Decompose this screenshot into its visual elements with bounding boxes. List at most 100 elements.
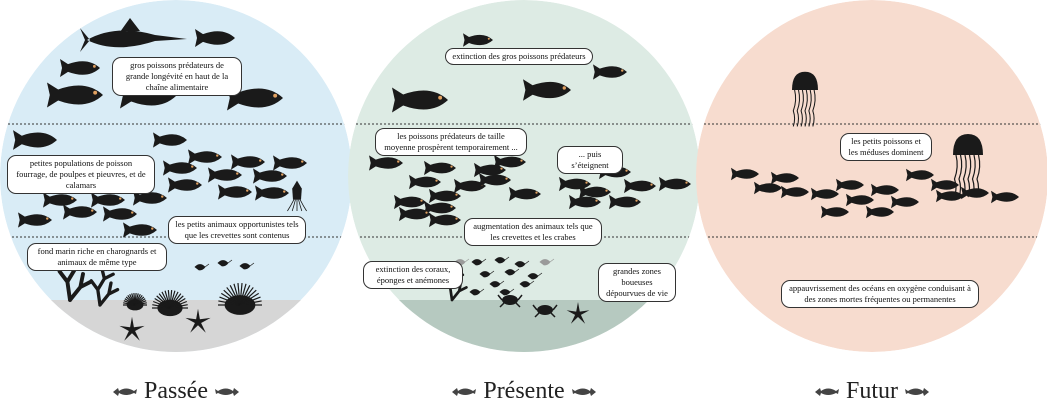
- forage-fish-icon: [424, 160, 456, 176]
- crab-icon: [532, 304, 558, 318]
- forage-fish-icon: [659, 176, 691, 192]
- right-fish-ornament-icon: [571, 388, 596, 397]
- small-fish-icon: [891, 195, 919, 209]
- fish-icon: [463, 33, 493, 47]
- present-title: Présente: [408, 378, 640, 405]
- note-future-oxygen: appauvrissement des océans en oxygène co…: [781, 280, 979, 308]
- coral-icon: [89, 268, 120, 307]
- fish-icon: [593, 64, 627, 80]
- present-title-text: Présente: [483, 378, 565, 404]
- small-fish-icon: [961, 186, 989, 200]
- right-fish-ornament-icon: [905, 388, 929, 397]
- grouper-icon: [13, 130, 57, 150]
- tuna-icon: [227, 85, 283, 111]
- forage-fish-icon: [624, 178, 656, 194]
- forage-fish-icon: [208, 167, 242, 183]
- urchin-icon: [152, 290, 188, 317]
- shrimp-icon: [469, 288, 485, 296]
- shrimp-icon: [504, 268, 520, 276]
- forage-fish-icon: [479, 172, 511, 188]
- starfish-icon: [185, 308, 211, 333]
- note-present-shrimp-increase: augmentation des animaux tels que les cr…: [464, 218, 602, 246]
- tuna-icon: [523, 79, 571, 101]
- shrimp-icon: [239, 262, 255, 270]
- forage-fish-icon: [424, 200, 456, 216]
- small-fish-icon: [906, 168, 934, 182]
- future-title-text: Futur: [845, 378, 898, 404]
- small-fish-icon: [811, 187, 839, 201]
- forage-fish-icon: [494, 154, 526, 170]
- note-past-predators: gros poissons prédateurs de grande longé…: [112, 57, 242, 96]
- present-seafloor: [348, 300, 700, 352]
- small-fish-icon: [754, 181, 782, 195]
- note-present-coral-extinction: extinction des coraux, éponges et anémon…: [363, 261, 463, 289]
- small-fish-icon: [731, 167, 759, 181]
- forage-fish-icon: [168, 177, 202, 193]
- tuna-icon: [392, 87, 448, 113]
- shrimp-icon: [519, 280, 535, 288]
- forage-fish-icon: [255, 185, 289, 201]
- note-present-muddy-zones: grandes zones boueuses dépourvues de vie: [598, 263, 676, 302]
- left-fish-ornament-icon: [814, 388, 839, 397]
- forage-fish-icon: [253, 168, 287, 184]
- small-fish-icon: [836, 178, 864, 192]
- squid-icon: [287, 180, 307, 212]
- shrimp-icon: [489, 280, 505, 288]
- shrimp-icon: [217, 259, 233, 267]
- forage-fish-icon: [123, 222, 157, 238]
- small-fish-icon: [866, 205, 894, 219]
- note-past-forage: petites populations de poisson fourrage,…: [7, 155, 155, 194]
- note-past-opportunists: les petits animaux opportunistes tels qu…: [168, 216, 306, 244]
- forage-fish-icon: [91, 192, 125, 208]
- note-future-dominate: les petits poissons et les méduses domin…: [840, 133, 932, 161]
- crab-icon: [497, 294, 523, 308]
- note-past-seafloor: fond marin riche en charognards et anima…: [27, 243, 167, 271]
- anemone-icon: [123, 292, 147, 311]
- starfish-icon: [119, 316, 145, 341]
- starfish-icon: [566, 302, 590, 324]
- swordfish-icon: [80, 18, 187, 52]
- forage-fish-icon: [399, 206, 431, 222]
- shrimp-icon: [514, 260, 530, 268]
- note-present-mid-predators: les poissons prédateurs de taille moyenn…: [375, 128, 527, 156]
- small-fish-icon: [991, 190, 1019, 204]
- small-fish-icon: [846, 193, 874, 207]
- forage-fish-icon: [509, 186, 541, 202]
- future-title: Futur: [756, 378, 988, 405]
- forage-fish-icon: [409, 174, 441, 190]
- future-ocean: [696, 0, 1047, 352]
- small-fish-icon: [771, 171, 799, 185]
- shrimp-icon: [494, 256, 510, 264]
- grouper-icon: [369, 155, 403, 171]
- octopus-icon: [153, 132, 187, 148]
- forage-fish-icon: [429, 212, 461, 228]
- forage-fish-icon: [429, 188, 461, 204]
- past-title: Passée: [60, 378, 292, 405]
- right-fish-ornament-icon: [214, 388, 239, 397]
- forage-fish-icon: [63, 204, 97, 220]
- past-title-text: Passée: [144, 378, 208, 404]
- forage-fish-icon: [163, 160, 197, 176]
- shrimp-icon: [194, 263, 210, 271]
- small-fish-icon: [781, 185, 809, 199]
- note-present-die-out: ... puis s’éteignent: [557, 146, 623, 174]
- shrimp-icon: [527, 272, 543, 280]
- future-panel: [696, 0, 1047, 352]
- forage-fish-icon: [273, 155, 307, 171]
- future-animals: [731, 71, 1019, 219]
- forage-fish-icon: [133, 190, 167, 206]
- fish-icon: [60, 59, 100, 77]
- fish-icon: [195, 29, 235, 47]
- small-fish-icon: [931, 178, 959, 192]
- forage-fish-icon: [231, 154, 265, 170]
- forage-fish-icon: [188, 149, 222, 165]
- note-present-extinction-predators: extinction des gros poissons prédateurs: [445, 48, 593, 65]
- forage-fish-icon: [609, 194, 641, 210]
- forage-fish-icon: [579, 184, 611, 200]
- shrimp-icon: [471, 258, 487, 266]
- small-fish-icon: [936, 189, 964, 203]
- tuna-icon: [47, 82, 103, 108]
- left-fish-ornament-icon: [113, 388, 137, 397]
- jellyfish-icon: [792, 71, 818, 127]
- shrimp-icon: [479, 270, 495, 278]
